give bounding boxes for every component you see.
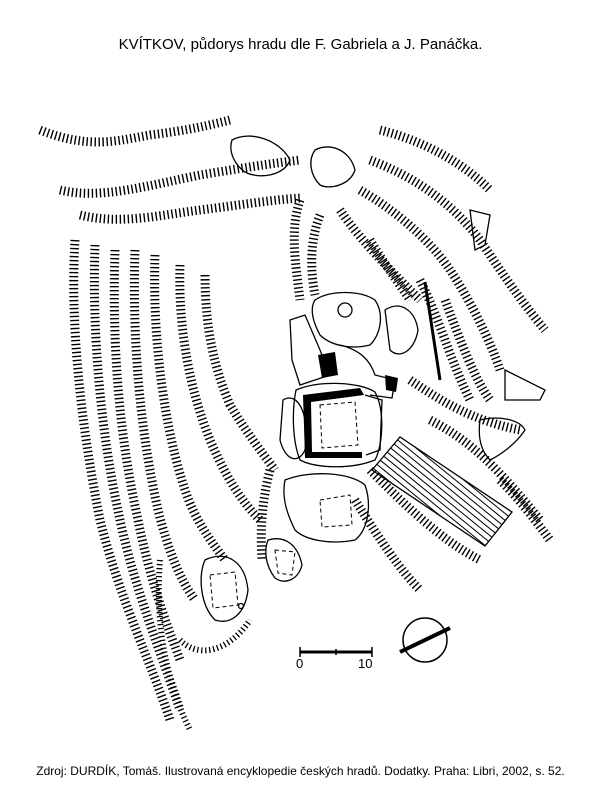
source-citation: Zdroj: DURDÍK, Tomáš. Ilustrovaná encykl… [36,764,565,778]
terrain-hachures-east [256,125,554,594]
rock-outcrops [230,135,546,461]
east-wall [423,281,442,381]
plan-title: KVÍTKOV, půdorys hradu dle F. Gabriela a… [118,36,483,53]
scale-start-label: 0 [296,656,303,671]
hatched-enclosure [371,436,513,547]
well-symbol [337,302,353,318]
castle-core [200,291,398,622]
terrain-hachures-west [38,115,301,732]
north-arrow-icon [399,617,451,663]
scale-bar: 0 10 [296,647,373,671]
scale-end-label: 10 [358,656,372,671]
